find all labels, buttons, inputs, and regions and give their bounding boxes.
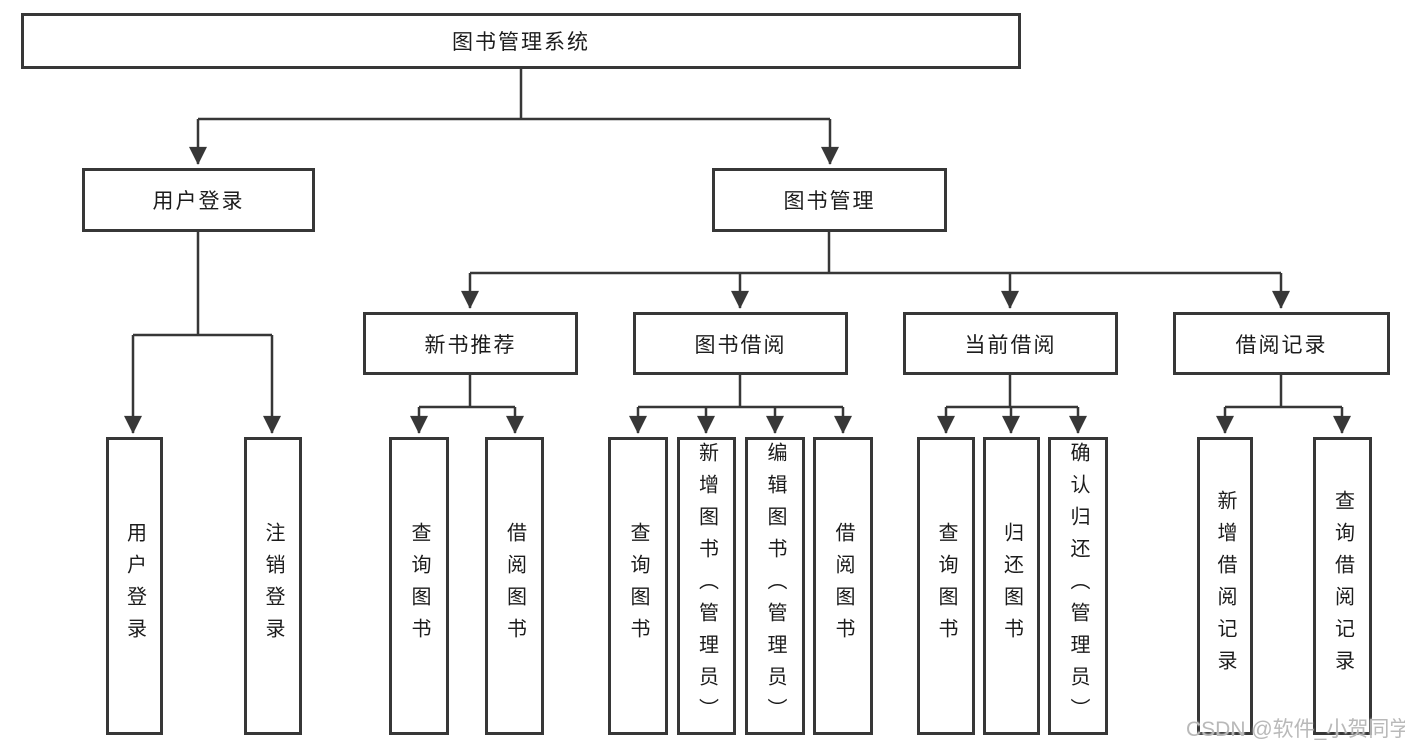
node-user-login: 用户登录 [82,168,315,232]
leaf-nb-query-books: 查询图书 [389,437,449,735]
node-new-book-recommend: 新书推荐 [363,312,578,375]
leaf-br-add-record: 新增借阅记录 [1197,437,1253,735]
leaf-cb-return-books: 归还图书 [983,437,1040,735]
node-book-management: 图书管理 [712,168,947,232]
leaf-br-query-record: 查询借阅记录 [1313,437,1372,735]
leaf-bb-edit-books-admin: 编辑图书（管理员） [745,437,805,735]
csdn-watermark: CSDN @软件_小贺同学 [1186,718,1405,741]
node-borrowing-records: 借阅记录 [1173,312,1390,375]
leaf-cb-query-books: 查询图书 [917,437,975,735]
leaf-nb-borrow-books: 借阅图书 [485,437,544,735]
node-root-library-system: 图书管理系统 [21,13,1021,69]
leaf-bb-query-books: 查询图书 [608,437,668,735]
leaf-user-login: 用户登录 [106,437,163,735]
node-book-borrowing: 图书借阅 [633,312,848,375]
leaf-bb-add-books-admin: 新增图书（管理员） [677,437,736,735]
node-current-borrowing: 当前借阅 [903,312,1118,375]
leaf-cb-confirm-return-admin: 确认归还（管理员） [1048,437,1108,735]
leaf-bb-borrow-books: 借阅图书 [813,437,873,735]
leaf-logout: 注销登录 [244,437,302,735]
